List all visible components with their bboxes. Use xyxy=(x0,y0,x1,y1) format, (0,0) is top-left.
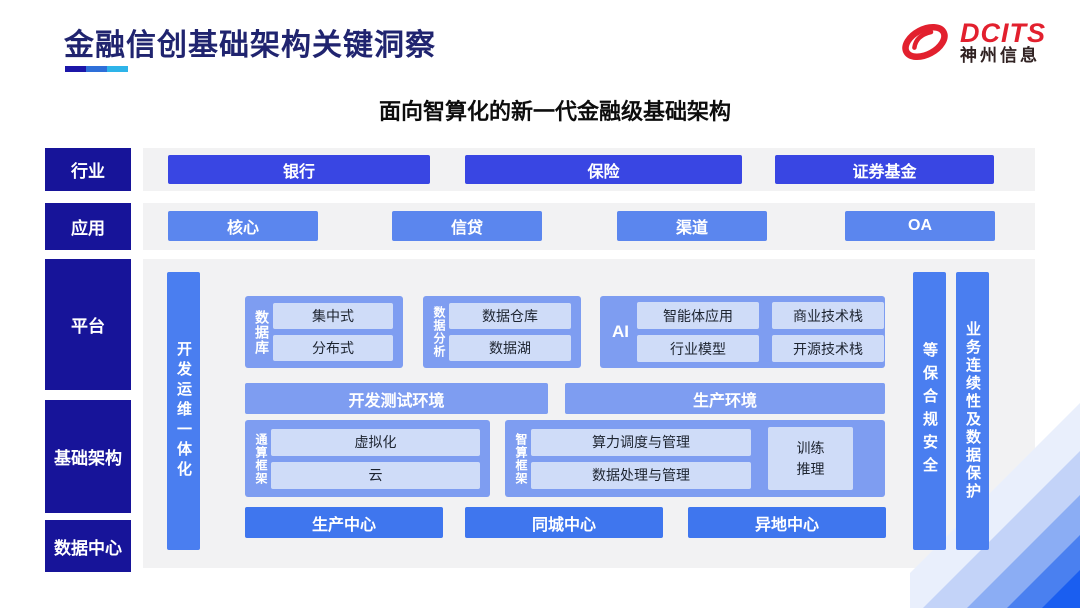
industry-item-bank: 银行 xyxy=(168,155,430,184)
data-analytics-group: 数据分析 数据仓库 数据湖 xyxy=(423,296,581,368)
general-computing-framework-group: 通算框架 虚拟化 云 xyxy=(245,420,490,497)
analytics-item-warehouse: 数据仓库 xyxy=(449,303,571,329)
application-item-channel: 渠道 xyxy=(617,211,767,241)
center-item-production: 生产中心 xyxy=(245,507,443,538)
ai-item-commercial-stack: 商业技术栈 xyxy=(772,302,884,329)
page-title: 金融信创基础架构关键洞察 xyxy=(64,29,436,62)
ai-item-opensource-stack: 开源技术栈 xyxy=(772,335,884,362)
dev-test-environment-bar: 开发测试环境 xyxy=(245,383,548,414)
production-environment-bar: 生产环境 xyxy=(565,383,885,414)
industry-item-insurance: 保险 xyxy=(465,155,742,184)
business-continuity-vertical-bar: 业务连续性及数据保护 xyxy=(956,272,989,550)
ai-group-label: AI xyxy=(612,322,629,341)
database-group-label: 数据库 xyxy=(254,309,270,355)
data-analytics-group-label: 数据分析 xyxy=(432,306,446,358)
ai-framework-label: 智算框架 xyxy=(514,432,528,485)
corner-stripes-decoration xyxy=(910,403,1080,608)
application-item-oa: OA xyxy=(845,211,995,241)
row-label-infrastructure: 基础架构 xyxy=(45,400,131,513)
logo: DCITS 神州信息 xyxy=(898,18,1046,66)
analytics-item-lake: 数据湖 xyxy=(449,335,571,361)
framework-item-compute-scheduling: 算力调度与管理 xyxy=(531,428,751,456)
general-framework-label: 通算框架 xyxy=(254,432,268,485)
row-label-platform: 平台 xyxy=(45,259,131,390)
diagram-subtitle: 面向智算化的新一代金融级基础架构 xyxy=(378,99,731,124)
database-item-centralized: 集中式 xyxy=(273,303,393,329)
framework-item-training-inference: 训练 推理 xyxy=(768,427,853,490)
dcits-swirl-icon xyxy=(902,23,948,61)
ai-item-agent-app: 智能体应用 xyxy=(637,302,759,329)
application-item-credit: 信贷 xyxy=(392,211,542,241)
ai-computing-framework-group: 智算框架 算力调度与管理 数据处理与管理 训练 推理 xyxy=(505,420,885,497)
database-group: 数据库 集中式 分布式 xyxy=(245,296,403,368)
framework-item-cloud: 云 xyxy=(271,461,480,489)
devops-vertical-bar: 开发运维一体化 xyxy=(167,272,200,550)
logo-brand-text: DCITS xyxy=(960,17,1046,48)
database-item-distributed: 分布式 xyxy=(273,335,393,361)
ai-item-industry-model: 行业模型 xyxy=(637,335,759,362)
title-underline xyxy=(65,66,128,72)
logo-subbrand-text: 神州信息 xyxy=(960,46,1040,66)
row-label-datacenter: 数据中心 xyxy=(45,520,131,572)
row-label-application: 应用 xyxy=(45,203,131,250)
industry-item-securities: 证券基金 xyxy=(775,155,994,184)
center-item-remote: 异地中心 xyxy=(688,507,886,538)
row-label-industry: 行业 xyxy=(45,148,131,191)
framework-item-data-processing: 数据处理与管理 xyxy=(531,461,751,489)
security-compliance-vertical-bar: 等保合规安全 xyxy=(913,272,946,550)
center-item-same-city: 同城中心 xyxy=(465,507,663,538)
framework-item-virtualization: 虚拟化 xyxy=(271,428,480,456)
ai-group: AI 智能体应用 商业技术栈 行业模型 开源技术栈 xyxy=(600,296,885,368)
application-item-core: 核心 xyxy=(168,211,318,241)
